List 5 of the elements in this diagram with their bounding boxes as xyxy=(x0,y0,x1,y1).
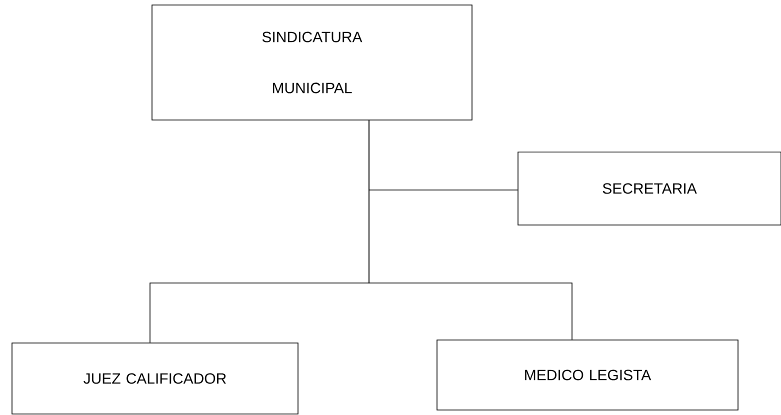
org-box: MEDICO LEGISTA xyxy=(436,340,738,410)
org-box: JUEZ CALIFICADOR xyxy=(12,342,298,414)
connector-line xyxy=(368,120,572,340)
org-box: SINDICATURA MUNICIPAL xyxy=(152,4,472,120)
org-box: SECRETARIA xyxy=(518,152,781,226)
